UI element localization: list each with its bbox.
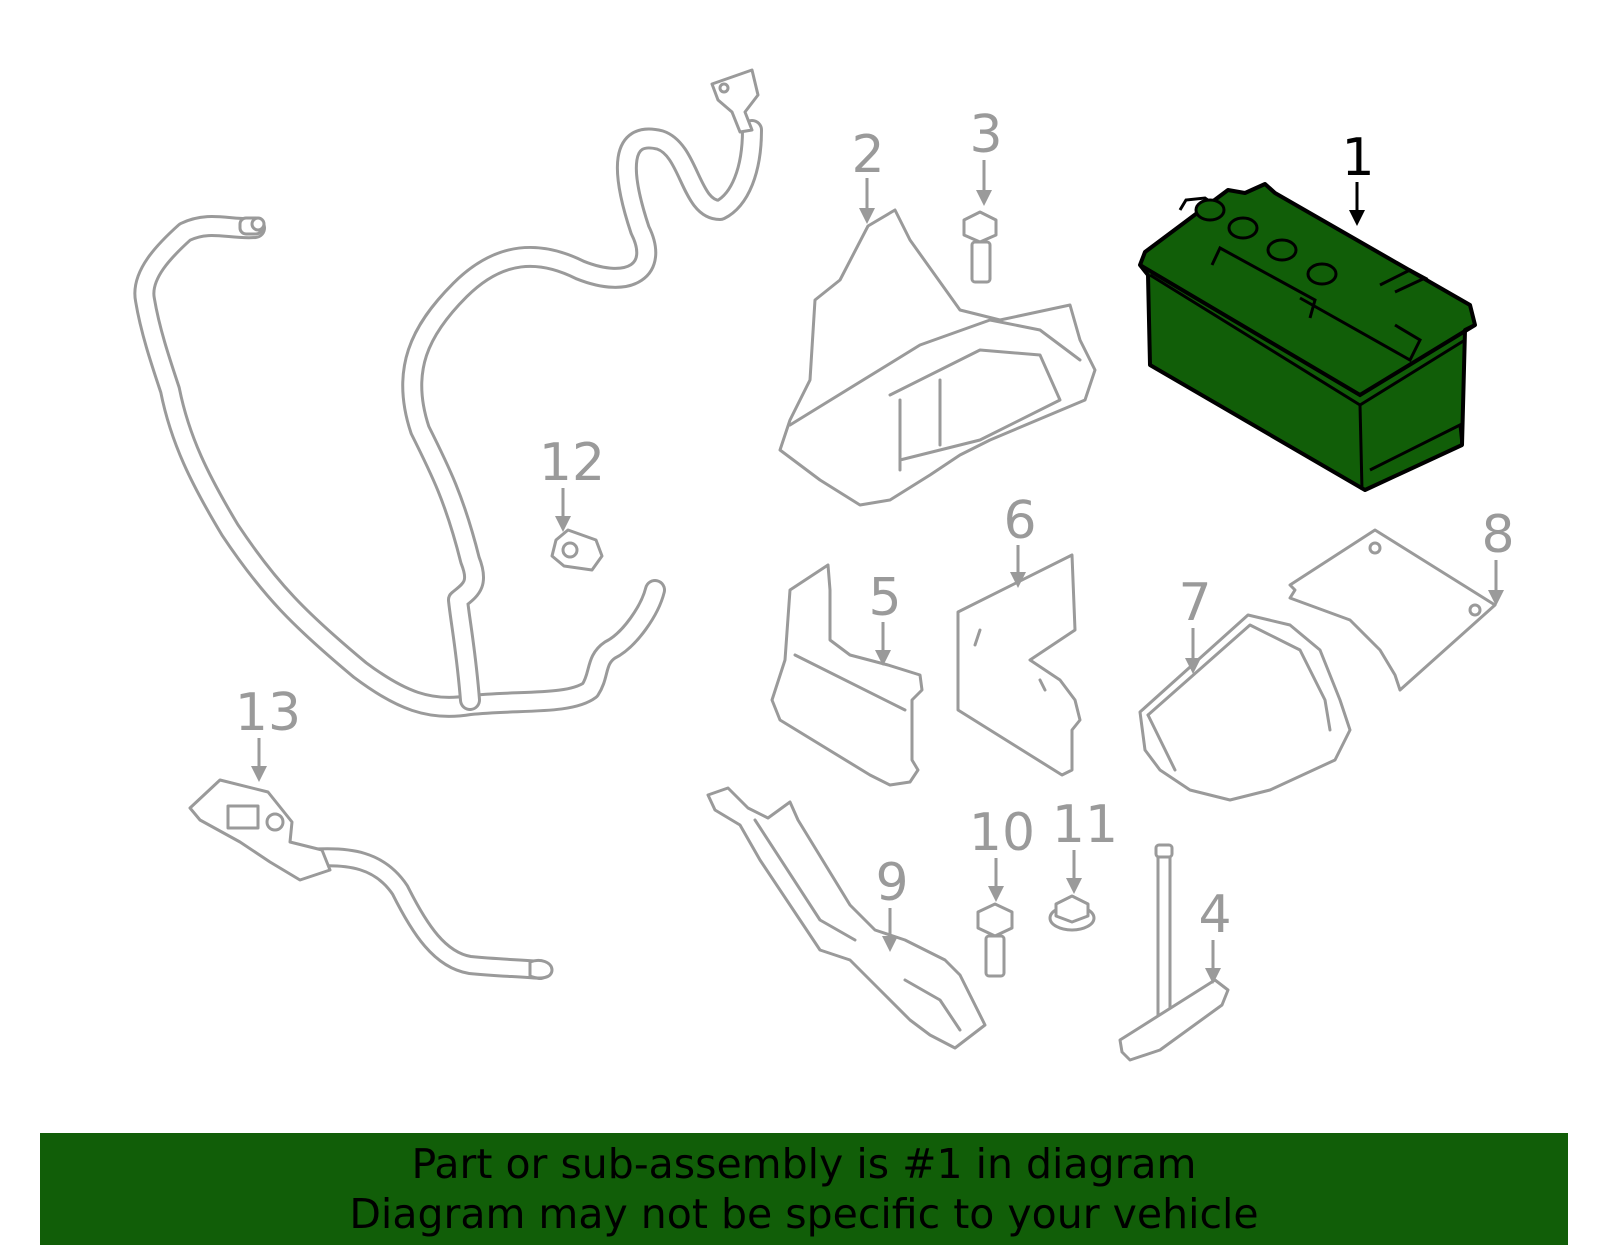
callout-12: 12 xyxy=(539,433,605,532)
callout-13: 13 xyxy=(235,683,301,782)
svg-text:11: 11 xyxy=(1052,795,1118,855)
part-10-bolt xyxy=(976,902,1014,978)
callout-10: 10 xyxy=(969,803,1035,902)
callout-3: 3 xyxy=(969,105,1003,206)
part-2-battery-tray xyxy=(778,208,1097,507)
callout-1: 1 xyxy=(1341,128,1375,226)
banner-line-2: Diagram may not be specific to your vehi… xyxy=(349,1190,1259,1238)
callout-9: 9 xyxy=(875,853,909,952)
part-4-rod xyxy=(1118,843,1230,1062)
callout-7: 7 xyxy=(1178,573,1212,674)
part-11-nut xyxy=(1048,894,1096,932)
svg-text:12: 12 xyxy=(539,433,605,493)
part-1-battery xyxy=(1138,182,1477,492)
svg-text:2: 2 xyxy=(851,125,884,185)
notice-banner: Part or sub-assembly is #1 in diagram Di… xyxy=(40,1133,1568,1245)
part-3-bolt xyxy=(962,210,998,284)
banner-line-1: Part or sub-assembly is #1 in diagram xyxy=(411,1140,1197,1188)
svg-text:4: 4 xyxy=(1198,885,1231,945)
svg-text:8: 8 xyxy=(1481,505,1514,565)
part-12-terminal xyxy=(550,528,604,572)
callout-11: 11 xyxy=(1052,795,1118,894)
callout-5: 5 xyxy=(868,568,902,666)
svg-text:7: 7 xyxy=(1178,573,1211,633)
callout-4: 4 xyxy=(1198,885,1232,984)
part-8-plate xyxy=(1288,528,1497,692)
callout-6: 6 xyxy=(1003,491,1037,588)
svg-text:9: 9 xyxy=(875,853,908,913)
part-13-cable xyxy=(188,778,554,980)
part-9-bracket xyxy=(706,786,987,1050)
svg-text:13: 13 xyxy=(235,683,301,743)
part-5-bracket xyxy=(770,563,924,787)
callout-2: 2 xyxy=(851,125,885,224)
svg-text:3: 3 xyxy=(969,105,1002,165)
part-7-cover xyxy=(1138,613,1352,802)
svg-text:6: 6 xyxy=(1003,491,1036,551)
svg-text:1: 1 xyxy=(1341,128,1374,188)
battery-cable-main xyxy=(133,68,763,718)
svg-text:5: 5 xyxy=(868,568,901,628)
part-6-panel xyxy=(956,553,1082,777)
svg-text:10: 10 xyxy=(969,803,1035,863)
callout-8: 8 xyxy=(1481,505,1515,606)
